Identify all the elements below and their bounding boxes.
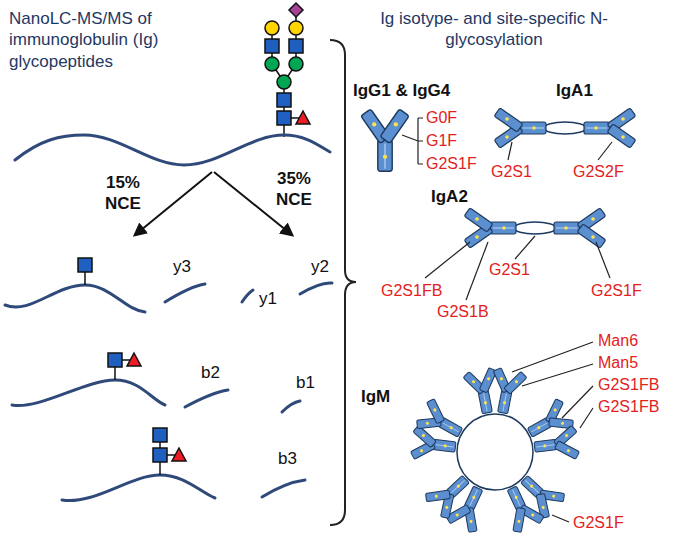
glycan-label: Man5 [597, 353, 639, 373]
ion-label: b2 [200, 362, 221, 383]
glycan-label: G2S1B [436, 302, 490, 322]
glycan-label: G2S2F [572, 162, 625, 182]
ion-label: b1 [295, 372, 316, 393]
glycan-label: G2S1FB [597, 375, 660, 395]
energy-label: 35% NCE [275, 168, 313, 211]
glycan-label: G2S1F [590, 281, 643, 301]
igm-icon [410, 366, 581, 535]
glycopeptide-fragment [12, 353, 165, 406]
ion-label: y3 [172, 256, 192, 277]
glycan-label: Man6 [597, 331, 639, 351]
heading: NanoLC-MS/MS of immunoglobulin (Ig) glyc… [8, 8, 250, 72]
ion-fragment [165, 283, 332, 497]
glycan-label: G1F [425, 131, 458, 151]
glycan-label: G2S1FB [380, 281, 443, 301]
glycan-structure [265, 3, 310, 137]
iga2-icon [464, 208, 606, 248]
glycan-label: G2S1FB [597, 397, 660, 417]
leader-line [508, 142, 612, 160]
isotype-label: IgG1 & IgG4 [352, 80, 451, 101]
leader-line [512, 342, 593, 522]
bracket [330, 40, 356, 525]
energy-label: 15% NCE [104, 172, 142, 215]
iga1-icon [494, 108, 636, 148]
glycan-label: G2S1 [490, 162, 533, 182]
isotype-label: IgM [360, 386, 391, 407]
leader-line [402, 118, 423, 164]
glycan-label: G2S1F [425, 154, 478, 174]
peptide [15, 135, 330, 165]
ion-label: b3 [277, 448, 298, 469]
glycopeptide-fragment [5, 258, 145, 312]
arrow [135, 172, 212, 235]
ion-label: y2 [310, 256, 330, 277]
leader-line [425, 236, 610, 300]
glycan-label: G2S1F [572, 513, 625, 533]
glycan-label: G0F [425, 108, 458, 128]
heading: Ig isotype- and site-specific N-glycosyl… [378, 8, 610, 51]
ion-label: y1 [258, 288, 278, 309]
glycan-label: G2S1 [488, 260, 531, 280]
isotype-label: IgA1 [555, 80, 594, 101]
glycopeptide-fragment [62, 428, 215, 501]
isotype-label: IgA2 [430, 186, 469, 207]
igg-icon [361, 109, 409, 171]
